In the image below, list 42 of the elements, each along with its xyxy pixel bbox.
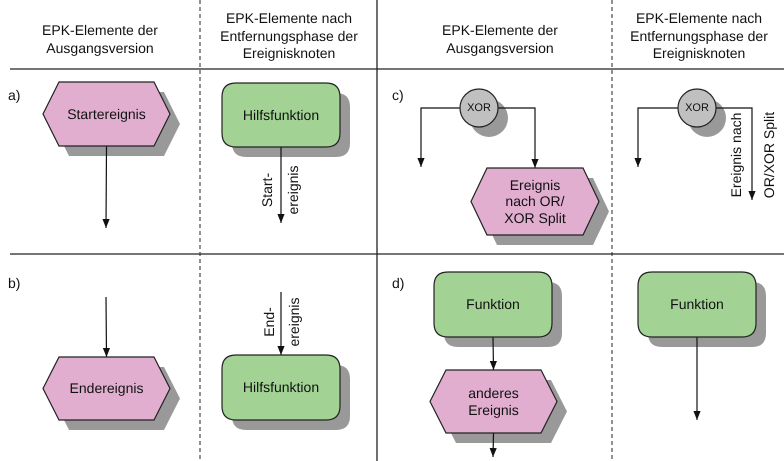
xor-connector-circle bbox=[460, 89, 498, 127]
arrow bbox=[490, 337, 497, 370]
row-letter: a) bbox=[8, 87, 22, 104]
arrow bbox=[102, 297, 110, 357]
node-label: Endereignis bbox=[70, 380, 144, 397]
arrow bbox=[490, 432, 497, 458]
event-hexagon bbox=[43, 82, 170, 146]
edge-label: End- ereignis bbox=[260, 296, 303, 349]
row-letter: c) bbox=[392, 87, 405, 104]
arrow bbox=[277, 292, 285, 355]
edge-label: Start- ereignis bbox=[258, 164, 302, 217]
event-hexagon bbox=[471, 168, 599, 235]
arrow bbox=[277, 147, 285, 223]
function-box bbox=[222, 83, 340, 147]
function-box bbox=[434, 272, 552, 337]
node-label: Hilfsfunktion bbox=[242, 106, 320, 124]
xor-connector-circle bbox=[678, 89, 716, 127]
function-box bbox=[638, 272, 756, 337]
node-label: XOR bbox=[685, 102, 709, 114]
function-box bbox=[222, 355, 340, 420]
node-label: Startereignis bbox=[67, 106, 146, 122]
arrow bbox=[498, 107, 539, 168]
node-label: anderes Ereignis bbox=[467, 385, 520, 418]
arrow bbox=[417, 107, 460, 167]
node-label: Funktion bbox=[670, 296, 724, 313]
event-hexagon bbox=[430, 370, 557, 433]
arrow bbox=[102, 146, 110, 228]
row-letter: d) bbox=[392, 275, 406, 292]
node-label: XOR bbox=[467, 102, 491, 114]
arrow bbox=[693, 337, 701, 420]
column-heading: EPK-Elemente nach Entfernungsphase der Ereignisknoten bbox=[629, 10, 769, 62]
column-heading: EPK-Elemente der Ausgangsversion bbox=[41, 22, 159, 57]
node-label: Ereignis nach OR/ XOR Split bbox=[503, 177, 567, 226]
edge-label: Ereignis nach OR/XOR Split bbox=[727, 110, 778, 200]
arrow bbox=[716, 107, 756, 200]
node-label: Funktion bbox=[466, 296, 520, 313]
node-label: Hilfsfunktion bbox=[242, 379, 320, 396]
event-hexagon bbox=[43, 357, 170, 420]
column-heading: EPK-Elemente nach Entfernungsphase der Ereignisknoten bbox=[219, 10, 359, 62]
arrow bbox=[634, 107, 678, 167]
row-letter: b) bbox=[8, 275, 22, 292]
column-heading: EPK-Elemente der Ausgangsversion bbox=[441, 22, 559, 57]
